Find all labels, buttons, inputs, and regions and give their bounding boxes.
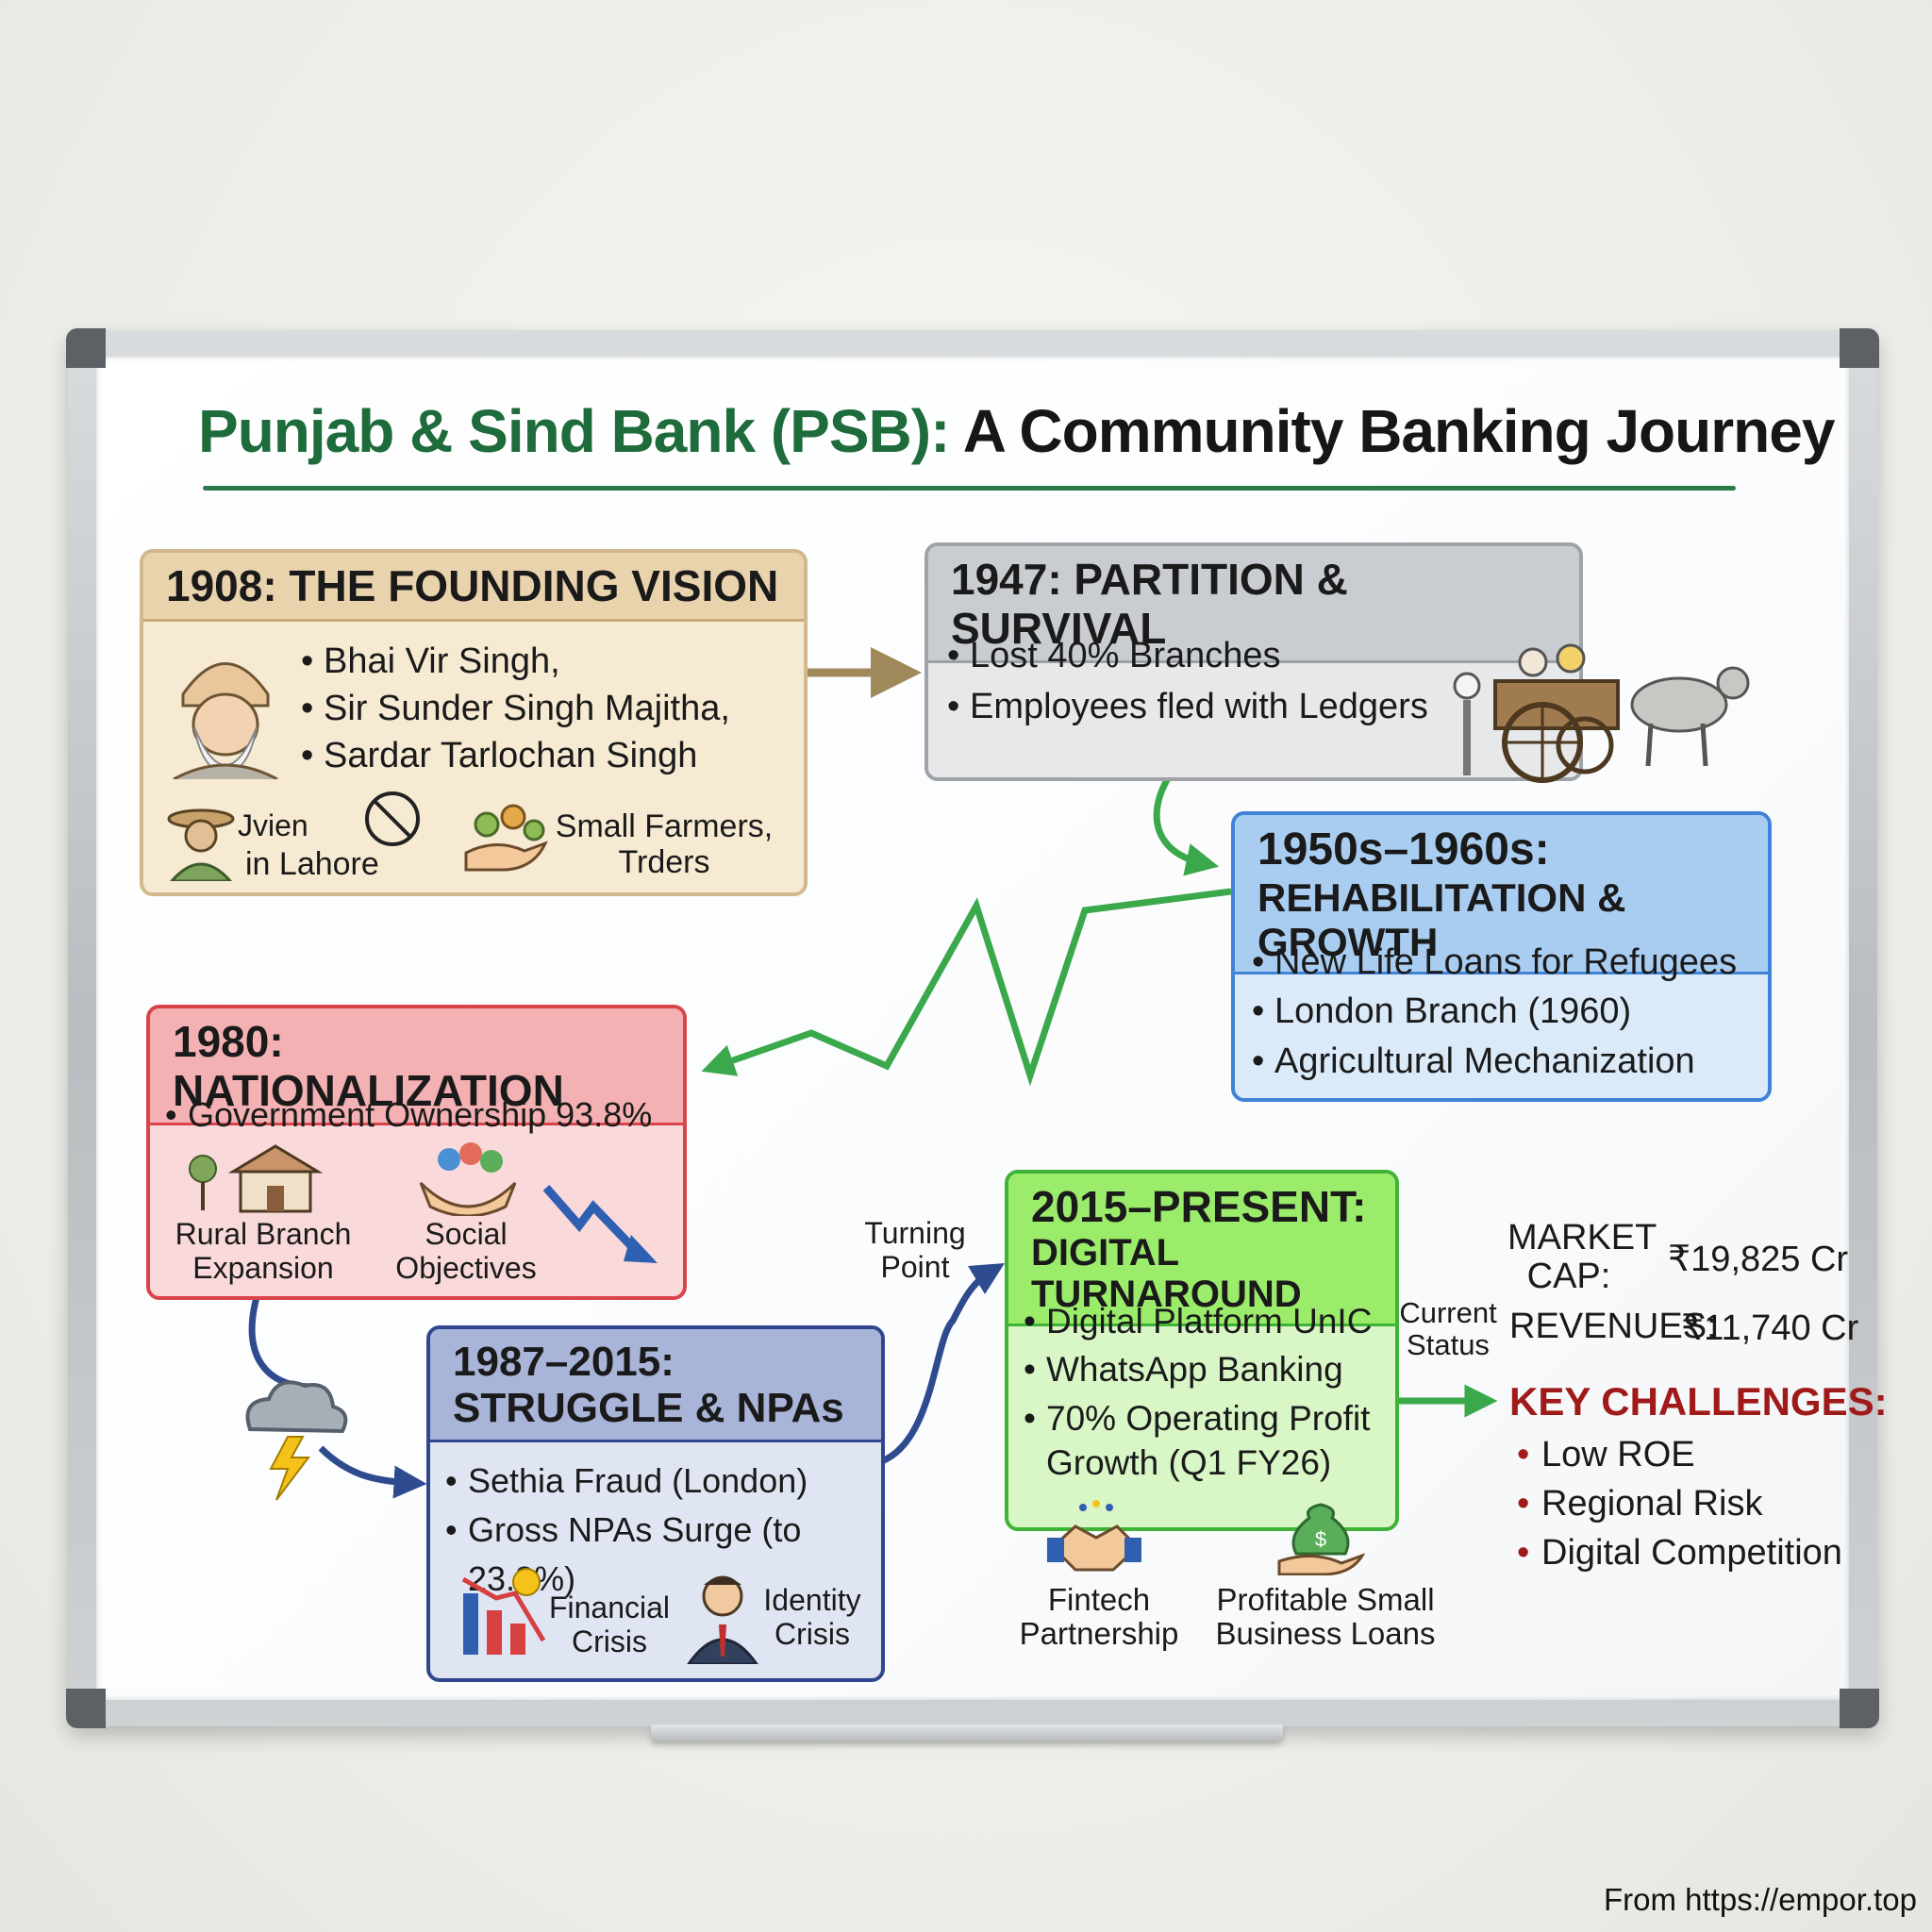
icon-label: Expansion [192, 1251, 334, 1285]
source-credit: From https://empor.top [1604, 1882, 1917, 1917]
bullet-item: Employees fled with Ledgers [945, 682, 1428, 733]
arrow-1987-to-2015 [877, 1262, 1006, 1466]
farmer-icon [167, 808, 235, 881]
challenge-text: Digital Competition [1541, 1533, 1842, 1574]
stage-1908-header: 1908: THE FOUNDING VISION [143, 553, 804, 622]
turning-point-line1: Turning [864, 1216, 966, 1250]
marker-tray [651, 1724, 1283, 1741]
bullet-item: 70% Operating Profit Growth (Q1 FY26) [1022, 1396, 1380, 1486]
bullet-item: Digital Platform UnIC [1022, 1299, 1380, 1344]
bullock-cart-icon [1453, 643, 1750, 783]
key-challenges-title: KEY CHALLENGES: [1509, 1379, 1888, 1424]
bullet-item: Sethia Fraud (London) [443, 1457, 881, 1506]
fintech-label: Fintech Partnership [1019, 1582, 1179, 1652]
board-title: Punjab & Sind Bank (PSB): A Community Ba… [198, 396, 1835, 491]
businessman-icon [687, 1575, 758, 1664]
turning-point-label: Turning Point [849, 1216, 981, 1285]
bullet-item: Government Ownership 93.8% [163, 1091, 652, 1140]
handshake-icon [1047, 1500, 1141, 1572]
stage-1950s-header-line1: 1950s–1960s: [1257, 824, 1550, 874]
icon-label-b: Small Farmers, [555, 808, 774, 844]
stage-1980-card: 1980: NATIONALIZATION Government Ownersh… [146, 1005, 687, 1300]
fintech-label-line2: Partnership [1019, 1616, 1179, 1652]
bullet-item: WhatsApp Banking [1022, 1347, 1380, 1392]
turning-point-line2: Point [880, 1249, 950, 1284]
icon-label: Financial [548, 1591, 671, 1624]
bullet-item: Lost 40% Branches [945, 631, 1428, 682]
key-challenges-list: •Low ROE •Regional Risk •Digital Competi… [1517, 1430, 1842, 1577]
market-cap-label-line2: CAP: [1526, 1257, 1611, 1297]
arrow-cloud-to-1987 [318, 1445, 427, 1499]
icon-label: Objectives [395, 1251, 537, 1285]
helping-hand-icon [464, 804, 548, 872]
icon-label: Crisis [774, 1617, 850, 1651]
falling-bar-chart-icon [461, 1568, 546, 1655]
market-cap-value: ₹19,825 Cr [1668, 1240, 1849, 1279]
rural-branch-icon [189, 1144, 324, 1213]
no-symbol-icon [365, 791, 420, 846]
bullet-item: London Branch (1960) [1250, 987, 1737, 1037]
icon-label: Social [425, 1217, 508, 1251]
revenues-value: ₹11,740 Cr [1681, 1308, 1859, 1348]
stage-1908-card: 1908: THE FOUNDING VISION Bhai Vir Singh… [140, 549, 808, 896]
revenues-label: REVENUES: [1509, 1307, 1717, 1346]
current-status-line1: Current [1399, 1296, 1497, 1329]
small-business-loans-line2: Business Loans [1215, 1616, 1436, 1652]
title-underline [203, 486, 1736, 491]
icon-label: Crisis [572, 1624, 647, 1658]
founder-name: Sardar Tarlochan Singh [299, 732, 730, 779]
stage-1950s-card: 1950s–1960s: REHABILITATION & GROWTH New… [1231, 811, 1772, 1102]
current-status-line2: Status [1407, 1328, 1490, 1362]
challenge-text: Regional Risk [1541, 1484, 1763, 1524]
decline-arrow-icon [542, 1185, 658, 1263]
challenge-item: •Low ROE [1517, 1435, 1695, 1474]
stage-1987-header-line2: STRUGGLE & NPAs [453, 1385, 844, 1432]
icon-label: Identity [763, 1583, 861, 1617]
icon-label-a2: in Lahore [245, 846, 379, 882]
stage-1987-card: 1987–2015: STRUGGLE & NPAs Sethia Fraud … [426, 1325, 885, 1682]
stage-1987-header: 1987–2015: STRUGGLE & NPAs [430, 1329, 881, 1442]
stage-2015-header-line1: 2015–PRESENT: [1031, 1182, 1367, 1231]
frame-corner [1840, 1689, 1879, 1728]
challenge-item: •Regional Risk [1517, 1484, 1763, 1524]
frame-corner [66, 328, 106, 368]
stage-2015-card: 2015–PRESENT: DIGITAL TURNAROUND Digital… [1005, 1170, 1399, 1531]
stage-1987-header-line1: 1987–2015: [453, 1339, 675, 1385]
stage-1947-card: 1947: PARTITION & SURVIVAL Lost 40% Bran… [924, 542, 1583, 781]
icon-label: Rural Branch [175, 1217, 352, 1251]
community-hands-icon [419, 1142, 517, 1216]
icon-label-a1: Jvien [238, 808, 308, 842]
storm-cloud-icon [245, 1380, 348, 1501]
fintech-label-line1: Fintech [1047, 1582, 1151, 1617]
current-status-label: Current Status [1396, 1296, 1500, 1362]
market-cap-label: MARKET CAP: [1507, 1218, 1657, 1297]
bullet-item: New Life Loans for Refugees [1250, 938, 1737, 988]
money-bag-icon: $ [1277, 1503, 1365, 1575]
challenge-text: Low ROE [1541, 1435, 1695, 1474]
arrow-1950-to-1980 [701, 888, 1232, 1087]
founder-name: Bhai Vir Singh, [299, 638, 730, 685]
title-part-2: A Community Banking Journey [962, 397, 1836, 465]
frame-corner [1840, 328, 1879, 368]
svg-text:$: $ [1315, 1527, 1326, 1551]
founder-portrait-icon [173, 662, 278, 779]
bullet-item: Agricultural Mechanization [1250, 1037, 1737, 1087]
market-cap-label-line1: MARKET [1507, 1218, 1657, 1257]
small-business-loans-label: Profitable Small Business Loans [1208, 1582, 1443, 1652]
frame-corner [66, 1689, 106, 1728]
founder-name: Sir Sunder Singh Majitha, [299, 685, 730, 732]
title-part-1: Punjab & Sind Bank (PSB): [198, 397, 950, 465]
small-business-loans-line1: Profitable Small [1216, 1582, 1435, 1617]
icon-label-b2: Trders [618, 844, 710, 880]
challenge-item: •Digital Competition [1517, 1533, 1842, 1574]
